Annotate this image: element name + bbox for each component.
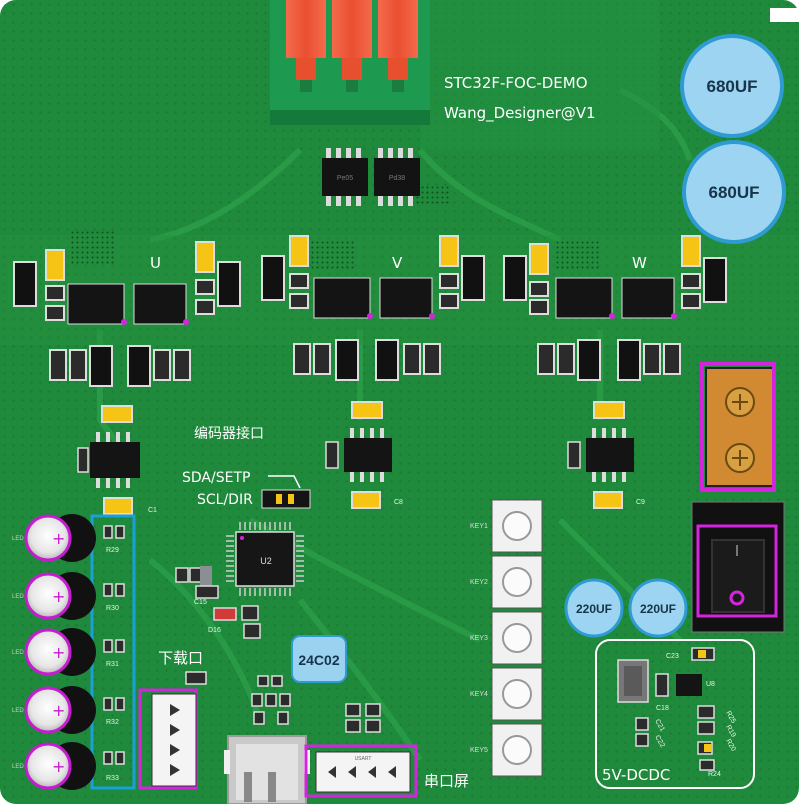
board-designer: Wang_Designer@V1	[444, 104, 596, 123]
power-terminal-block	[270, 0, 430, 125]
top-ic-1-marking: Pe05	[337, 175, 353, 182]
key-4[interactable]: KEY4	[470, 667, 543, 721]
key-3[interactable]: KEY3	[470, 611, 543, 665]
key-2[interactable]: KEY2	[470, 555, 543, 609]
led-3: + LED	[12, 628, 96, 676]
mcu-chip: U2	[226, 522, 304, 596]
phase-u-block: U C1	[13, 241, 241, 515]
power-switch[interactable]	[691, 501, 785, 633]
top-ic-1: Pe05	[322, 148, 368, 206]
c1-label: C1	[148, 507, 157, 514]
encoder-sda-label: SDA/SETP	[182, 470, 250, 486]
encoder-scl-label: SCL/DIR	[197, 492, 253, 508]
phase-v-block: V C8	[261, 235, 485, 509]
svg-text:+: +	[52, 643, 65, 662]
eeprom-chip: 24C02	[291, 635, 347, 683]
led-column: + LED + LED + LED + LED + LED	[12, 514, 136, 790]
capacitor-220uf-1-label: 220UF	[576, 602, 612, 616]
led-2-label: LED	[12, 594, 24, 600]
capacitor-680uf-2-label: 680UF	[708, 183, 759, 202]
r29-label: R29	[106, 547, 119, 554]
c23-label: C23	[666, 653, 679, 660]
c18-label: C18	[656, 705, 669, 712]
phase-w-label: W	[632, 254, 647, 272]
key-4-label: KEY4	[470, 691, 488, 698]
r33-label: R33	[106, 775, 119, 782]
capacitor-680uf-1-label: 680UF	[706, 77, 757, 96]
dcdc-module: C23 U8 C18 C21 C22 R25 R19 R20 R24 5V-DC…	[595, 639, 755, 789]
dcdc-label: 5V-DCDC	[602, 766, 670, 784]
led-5-label: LED	[12, 764, 24, 770]
led-4-label: LED	[12, 708, 24, 714]
led-1: + LED	[12, 514, 96, 562]
mcu-label: U2	[260, 556, 272, 566]
led-3-label: LED	[12, 650, 24, 656]
key-2-label: KEY2	[470, 579, 488, 586]
c9-label: C9	[636, 499, 645, 506]
download-label: 下载口	[158, 649, 203, 667]
phase-w-block: W C9	[503, 235, 727, 509]
capacitor-680uf-2: 680UF	[682, 140, 786, 244]
led-1-label: LED	[12, 536, 24, 542]
capacitor-680uf-1: 680UF	[680, 34, 784, 138]
r30-label: R30	[106, 605, 119, 612]
capacitor-220uf-2-label: 220UF	[640, 602, 676, 616]
d16-label: D16	[208, 627, 221, 634]
svg-text:+: +	[52, 529, 65, 548]
encoder-title: 编码器接口	[194, 425, 264, 442]
serial-label: 串口屏	[424, 772, 469, 790]
eeprom-label: 24C02	[298, 652, 339, 668]
key-1[interactable]: KEY1	[470, 499, 543, 553]
top-ic-2: Pd38	[374, 148, 420, 206]
capacitor-220uf-1: 220UF	[564, 578, 624, 638]
c8-label: C8	[394, 499, 403, 506]
u8-label: U8	[706, 681, 715, 688]
led-4: + LED	[12, 686, 96, 734]
svg-text:+: +	[52, 701, 65, 720]
serial-header: USART	[304, 703, 418, 798]
key-column: KEY1 KEY2 KEY3 KEY4 KEY5	[470, 499, 543, 777]
key-1-label: KEY1	[470, 523, 488, 530]
encoder-header	[261, 489, 311, 509]
c15-label: C15	[194, 599, 207, 606]
key-5[interactable]: KEY5	[470, 723, 543, 777]
top-ic-2-marking: Pd38	[389, 175, 405, 182]
led-2: + LED	[12, 572, 96, 620]
svg-text:+: +	[52, 587, 65, 606]
r31-label: R31	[106, 661, 119, 668]
serial-marking: USART	[355, 756, 372, 762]
capacitor-220uf-2: 220UF	[628, 578, 688, 638]
r32-label: R32	[106, 719, 119, 726]
download-header	[138, 671, 207, 790]
power-connector	[700, 362, 776, 492]
key-5-label: KEY5	[470, 747, 488, 754]
phase-u-label: U	[150, 254, 161, 272]
key-3-label: KEY3	[470, 635, 488, 642]
r24-label: R24	[708, 771, 721, 778]
led-5: + LED	[12, 742, 96, 790]
board-title: STC32F-FOC-DEMO	[444, 74, 588, 92]
svg-text:+: +	[52, 757, 65, 776]
phase-v-label: V	[392, 254, 403, 272]
